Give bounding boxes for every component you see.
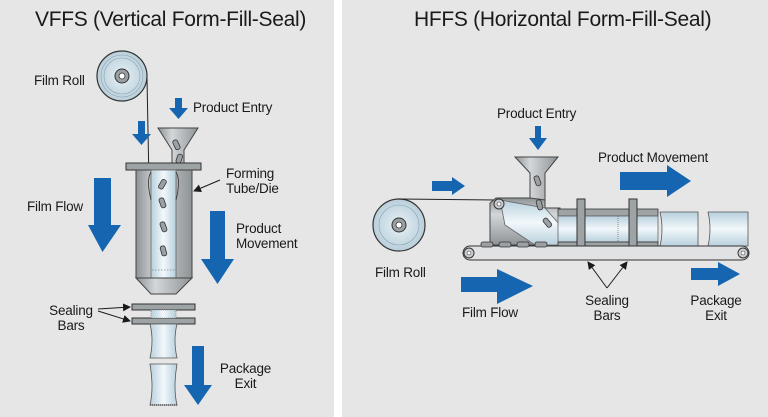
vffs-product-movement-label-1: Product (236, 221, 282, 236)
hffs-film-flow-arrow-icon (461, 269, 533, 304)
hffs-sealing-label-1: Sealing (585, 293, 629, 308)
vffs-forming-label-2: Tube/Die (226, 181, 279, 196)
hffs-film-web (398, 198, 497, 201)
vffs-sealing-pointer (97, 310, 131, 323)
hffs-package-label-2: Exit (705, 308, 727, 323)
panel-divider (334, 0, 342, 417)
vffs-film-down-arrow-icon (132, 121, 151, 145)
vffs-sealing-bar-lower (131, 317, 196, 325)
vffs-title: VFFS (Vertical Form-Fill-Seal) (35, 8, 307, 31)
vffs-product-movement-label-2: Movement (236, 236, 298, 251)
vffs-sealing-pointer (97, 303, 131, 312)
vffs-forming-label-1: Forming (226, 166, 275, 181)
vffs-forming-tube (134, 169, 194, 295)
vffs-collar (125, 162, 202, 171)
hffs-package (659, 211, 699, 247)
vffs-film-roll (96, 50, 148, 102)
hffs-conveyor (462, 241, 750, 261)
hffs-film-roll (372, 198, 426, 252)
hffs-product-movement-arrow-icon (620, 165, 691, 197)
hffs-package-label-1: Package (690, 293, 742, 308)
hffs-product-entry-label: Product Entry (497, 106, 577, 121)
vffs-package (149, 323, 178, 359)
hffs-package-exit-arrow-icon (691, 262, 740, 286)
vffs-sealing-label-1: Sealing (49, 303, 93, 318)
vffs-forming-pointer (193, 179, 221, 192)
hffs-former (489, 197, 570, 246)
vffs-package (149, 363, 178, 406)
hffs-film-tube (557, 208, 659, 248)
vffs-product-entry-label: Product Entry (193, 100, 273, 115)
hffs-package (707, 211, 749, 247)
vffs-package-exit-arrow-icon (184, 346, 212, 405)
vffs-package-label-1: Package (219, 361, 272, 376)
hffs-sealing-label-2: Bars (593, 308, 621, 323)
vffs-film-flow-label: Film Flow (27, 199, 83, 214)
vffs-sealing-label-2: Bars (57, 318, 85, 333)
hffs-film-flow-label: Film Flow (462, 305, 518, 320)
vffs-film-flow-arrow-icon (88, 178, 121, 252)
vffs-film-roll-label: Film Roll (34, 73, 85, 88)
hffs-film-in-arrow-icon (432, 177, 465, 195)
hffs-product-movement-label: Product Movement (598, 150, 709, 165)
hffs-film-roll-label: Film Roll (375, 265, 426, 280)
hffs-product-entry-arrow-icon (529, 126, 547, 150)
hffs-sealing-pointer (587, 261, 608, 289)
vffs-sealing-bar-upper (131, 303, 196, 311)
hffs-title: HFFS (Horizontal Form-Fill-Seal) (414, 8, 712, 31)
vffs-film-between-bars (150, 309, 177, 319)
vffs-package-label-2: Exit (234, 376, 257, 391)
vffs-product-movement-arrow-icon (201, 211, 234, 284)
vffs-product-entry-arrow-icon (169, 98, 188, 119)
hffs-sealing-pointer (606, 261, 628, 289)
